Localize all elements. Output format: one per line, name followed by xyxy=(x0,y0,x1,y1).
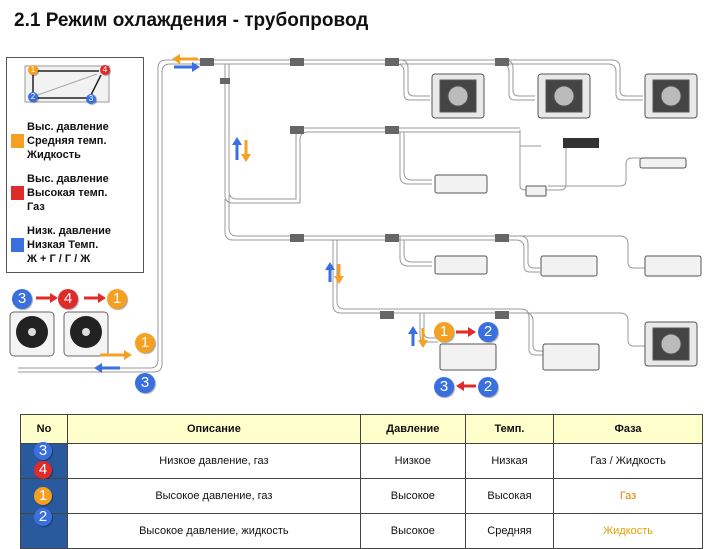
cassette-unit-icon xyxy=(644,321,698,367)
description-cell: Высокое давление, газ xyxy=(67,478,361,514)
piping-diagram xyxy=(9,54,702,391)
outdoor-unit-icon xyxy=(63,311,109,357)
table-header-row: No Описание Давление Темп. Фаза xyxy=(20,414,703,444)
wall-unit-icon xyxy=(639,157,687,169)
red-swatch xyxy=(11,186,24,200)
column-header: Темп. xyxy=(464,414,555,444)
row-number-cell: 1 xyxy=(20,478,68,514)
marker-4: 4 xyxy=(58,289,78,309)
marker-2: 2 xyxy=(478,377,498,397)
page-title: 2.1 Режим охлаждения - трубопровод xyxy=(14,10,369,31)
marker-3: 3 xyxy=(12,289,32,309)
marker-2: 2 xyxy=(478,322,498,342)
pressure-cell: Высокое xyxy=(359,478,466,514)
duct-unit-icon xyxy=(434,174,488,194)
column-header: Описание xyxy=(67,414,361,444)
legend-cycle-2: 2 xyxy=(28,92,38,102)
table-row: 2 Высокое давление, жидкость Высокое Сре… xyxy=(20,508,703,549)
legend-line: Средняя темп. xyxy=(27,135,107,147)
cassette-unit-icon xyxy=(537,73,591,119)
legend-line: Низкая Темп. xyxy=(27,239,99,251)
phase-cell: Жидкость xyxy=(553,513,703,549)
legend: 1 4 2 3 Выс. давление Средняя темп. Жидк… xyxy=(6,57,144,273)
phase-cell: Газ xyxy=(553,478,703,514)
duct-unit-icon xyxy=(540,255,598,277)
marker-1: 1 xyxy=(434,322,454,342)
temp-cell: Средняя xyxy=(464,513,555,549)
description-cell: Низкое давление, газ xyxy=(67,443,361,479)
marker-3: 3 xyxy=(434,377,454,397)
column-header: Фаза xyxy=(553,414,703,444)
pressure-cell: Высокое xyxy=(359,513,466,549)
number-badge: 4 xyxy=(34,461,52,479)
number-badge: 2 xyxy=(34,508,52,526)
pressure-cell: Низкое xyxy=(359,443,466,479)
duct-unit-icon xyxy=(434,255,488,275)
description-cell: Высокое давление, жидкость xyxy=(67,513,361,549)
legend-line: Жидкость xyxy=(27,149,81,161)
legend-cycle-1: 1 xyxy=(28,65,38,75)
outdoor-unit-icon xyxy=(9,311,55,357)
legend-cycle-3: 3 xyxy=(86,94,96,104)
legend-line: Выс. давление xyxy=(27,173,109,185)
orange-swatch xyxy=(11,134,24,148)
duct-unit-icon xyxy=(542,343,600,371)
number-badge: 3 xyxy=(34,442,52,460)
row-number-cell: 2 xyxy=(20,508,68,549)
controller-icon xyxy=(525,185,547,197)
marker-1: 1 xyxy=(107,289,127,309)
pipe-state-table: No Описание Давление Темп. Фаза 3 4 Низк… xyxy=(20,414,703,549)
cassette-unit-icon xyxy=(431,73,485,119)
legend-cycle-4: 4 xyxy=(100,65,110,75)
legend-line: Выс. давление xyxy=(27,121,109,133)
row-number-cell: 3 4 xyxy=(20,442,68,479)
legend-line: Газ xyxy=(27,201,45,213)
table-row: 1 Высокое давление, газ Высокое Высокая … xyxy=(20,478,703,514)
blue-swatch xyxy=(11,238,24,252)
temp-cell: Низкая xyxy=(464,443,555,479)
temp-cell: Высокая xyxy=(464,478,555,514)
cassette-unit-icon xyxy=(644,73,698,119)
marker-1: 1 xyxy=(135,333,155,353)
duct-unit-icon xyxy=(439,343,497,371)
phase-cell: Газ / Жидкость xyxy=(553,443,703,479)
marker-3: 3 xyxy=(135,373,155,393)
duct-unit-icon xyxy=(644,255,702,277)
column-header: No xyxy=(20,414,68,444)
legend-line: Ж + Г / Г / Ж xyxy=(27,253,91,265)
table-row: 3 4 Низкое давление, газ Низкое Низкая Г… xyxy=(20,442,703,479)
floor-unit-icon xyxy=(563,138,599,148)
number-badge: 1 xyxy=(34,487,52,505)
legend-line: Высокая темп. xyxy=(27,187,108,199)
legend-line: Низк. давление xyxy=(27,225,111,237)
column-header: Давление xyxy=(359,414,466,444)
